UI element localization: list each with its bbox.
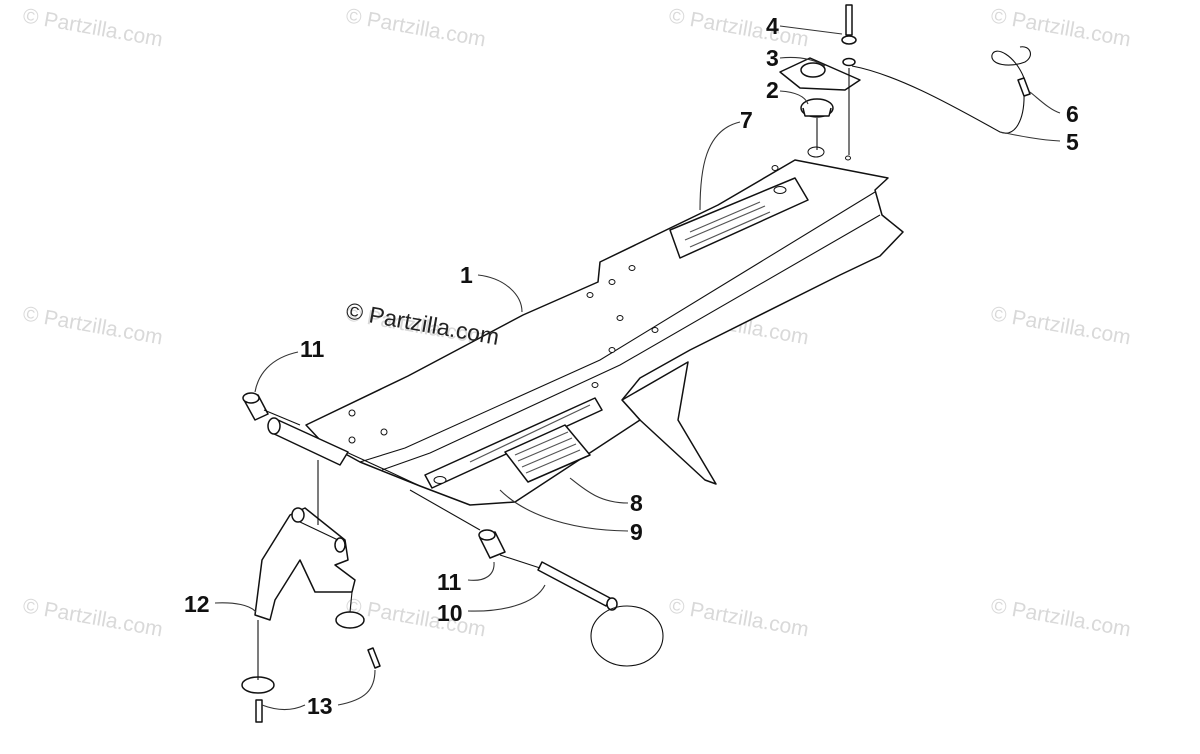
watermark: © Partzilla.com (989, 302, 1132, 349)
hitch-bracket (254, 507, 356, 621)
watermark: © Partzilla.com (21, 302, 164, 349)
bolt-left (255, 699, 263, 723)
watermark: © Partzilla.com (21, 594, 164, 641)
washers-bolts (241, 611, 381, 723)
decal-strip (424, 397, 603, 489)
callout-8[interactable]: 8 (630, 490, 643, 516)
callout-5[interactable]: 5 (1066, 129, 1079, 155)
leader-lines (214, 25, 1061, 711)
lanyard-cable (851, 46, 1031, 134)
plate-top (305, 159, 904, 506)
decal-label (504, 424, 591, 483)
watermark: © Partzilla.com (667, 4, 810, 51)
callout-2[interactable]: 2 (766, 77, 779, 103)
watermark: © Partzilla.com (667, 594, 810, 641)
bolt-right (367, 647, 381, 669)
washer-right (335, 611, 365, 629)
callout-4[interactable]: 4 (766, 13, 779, 39)
plate-holes (348, 146, 851, 444)
watermark: © Partzilla.com (344, 594, 487, 641)
hitch-plate (267, 146, 904, 506)
plate-bend-line (359, 191, 876, 463)
assembly-lines (257, 68, 850, 680)
top-hardware (779, 4, 861, 118)
callout-10[interactable]: 10 (437, 600, 463, 626)
plate-bend-line-2 (381, 214, 881, 471)
hinge-tube-end (267, 417, 281, 435)
watermark: © Partzilla.com (989, 594, 1132, 641)
decal-warning-top (669, 177, 809, 259)
bushing-lower (478, 529, 506, 559)
callout-12[interactable]: 12 (184, 591, 210, 617)
center-watermark: © Partzilla.com (344, 297, 501, 350)
callout-7[interactable]: 7 (740, 107, 753, 133)
callout-9[interactable]: 9 (630, 519, 643, 545)
bushing-left (242, 392, 269, 421)
callout-13[interactable]: 13 (307, 693, 333, 719)
callout-1[interactable]: 1 (460, 262, 473, 288)
callout-6[interactable]: 6 (1066, 101, 1079, 127)
watermark: © Partzilla.com (21, 4, 164, 51)
callout-11-upper[interactable]: 11 (300, 336, 325, 362)
watermark: © Partzilla.com (989, 4, 1132, 51)
hitch-pin (537, 561, 664, 667)
callout-11-lower[interactable]: 11 (437, 569, 462, 595)
callout-layer: 1 2 3 4 5 6 7 8 9 10 11 11 12 13 (184, 13, 1079, 719)
callout-3[interactable]: 3 (766, 45, 779, 71)
watermark: © Partzilla.com (344, 4, 487, 51)
